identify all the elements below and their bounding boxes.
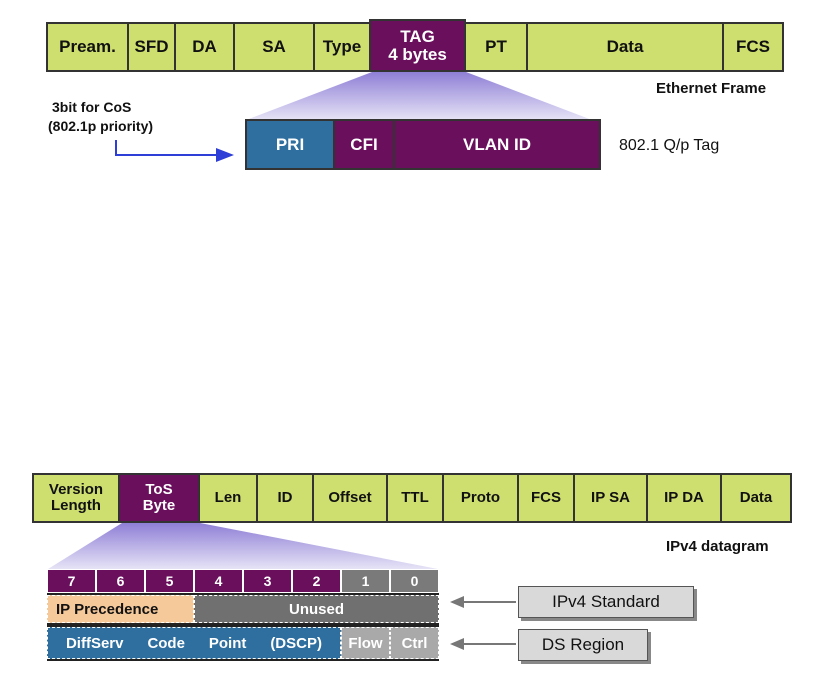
dscp-part-3: Point [208,634,247,652]
eth-field-preamble: Pream. [46,22,129,72]
ipv4-datagram: Version Length ToS Byte Len ID Offset TT… [32,473,792,523]
ip-field-id: ID [256,473,314,523]
eth-field-fcs: FCS [722,22,784,72]
ds-region-label-box: DS Region [518,629,648,661]
ip-field-ip-sa: IP SA [573,473,648,523]
ip-field-proto: Proto [442,473,519,523]
eth-field-sa: SA [233,22,315,72]
tag-expansion-shape [246,72,592,120]
cos-note-line2: (802.1p priority) [48,118,154,134]
tos-bit-4: 4 [194,569,243,593]
dscp-part-2: Code [147,634,185,652]
ip-field-len: Len [198,473,258,523]
flow-label: Flow [348,634,383,652]
tos-bit-6: 6 [96,569,145,593]
ethernet-frame: Pream. SFD DA SA Type TAG 4 bytes PT Dat… [46,19,784,72]
tos-bit-0: 0 [390,569,439,593]
tag-label: 802.1 Q/p Tag [619,137,720,154]
eth-field-tag: TAG 4 bytes [369,19,466,72]
dscp-band: DiffServ Code Point (DSCP) [47,627,341,659]
cos-arrow-icon [115,140,234,162]
ip-field-offset: Offset [312,473,388,523]
tag-field-vlan-id: VLAN ID [393,119,601,170]
ip-precedence-label: IP Precedence [56,600,159,618]
tos-bit-1: 1 [341,569,390,593]
tos-bits: 7 6 5 4 3 2 1 0 IP Precedence Unused Dif… [47,569,439,661]
ipv4-standard-arrow-icon [450,596,516,608]
tos-bit-3: 3 [243,569,292,593]
cos-note-line1: 3bit for CoS [52,99,132,115]
dscp-part-1: DiffServ [65,634,124,652]
eth-field-sfd: SFD [127,22,176,72]
ethernet-frame-caption: Ethernet Frame [656,80,767,97]
tos-expansion-shape [48,523,438,569]
tag-field-pri: PRI [245,119,335,170]
eth-field-type: Type [313,22,371,72]
unused-label: Unused [288,600,344,618]
ipv4-standard-label-box: IPv4 Standard [518,586,694,618]
ip-precedence-band: IP Precedence [47,595,194,623]
vlan-tag-detail: PRI CFI VLAN ID [245,119,601,170]
ip-field-ip-da: IP DA [646,473,722,523]
unused-band: Unused [194,595,439,623]
tag-field-cfi: CFI [333,119,395,170]
ip-field-ttl: TTL [386,473,444,523]
ipv4-datagram-caption: IPv4 datagram [666,538,769,555]
flow-band: Flow [341,627,390,659]
tos-bit-5: 5 [145,569,194,593]
ip-field-data: Data [720,473,792,523]
ctrl-band: Ctrl [390,627,439,659]
tos-bit-7: 7 [47,569,96,593]
ip-field-tos-byte: ToS Byte [118,473,200,523]
ctrl-label: Ctrl [401,634,428,652]
ip-field-version-length: Version Length [32,473,120,523]
dscp-part-4: (DSCP) [270,634,322,652]
ip-field-fcs: FCS [517,473,575,523]
eth-field-pt: PT [464,22,528,72]
eth-field-data: Data [526,22,724,72]
ds-region-arrow-icon [450,638,516,650]
eth-field-da: DA [174,22,235,72]
tos-bit-2: 2 [292,569,341,593]
